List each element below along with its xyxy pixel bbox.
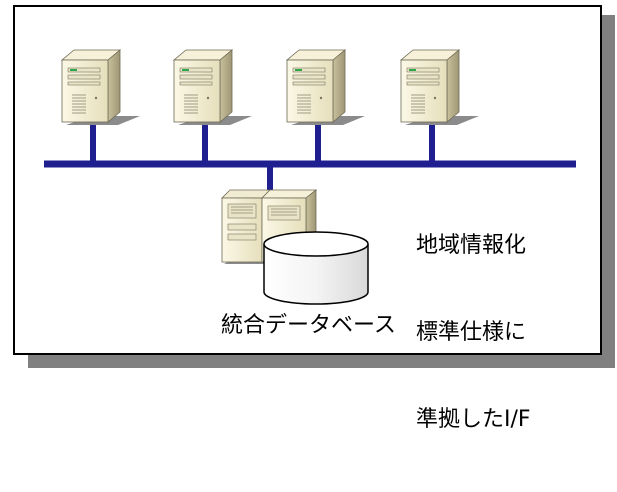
interface-standard-label: 地域情報化 標準仕様に 準拠したI/F [416,173,531,492]
interface-label-line-2: 標準仕様に [416,320,527,345]
diagram-canvas: 地域情報化 標準仕様に 準拠したI/F 統合データベース [13,5,615,432]
server-tower-1-icon [61,49,141,126]
frame-shadow-bottom [28,355,615,368]
interface-label-line-3: 準拠したI/F [416,407,531,432]
interface-label-line-1: 地域情報化 [416,233,527,258]
server-tower-3-icon [286,49,366,126]
server-tower-2-icon [173,49,253,126]
frame-shadow-right [600,15,615,368]
database-label: 統合データベース [221,313,396,338]
network-diagram [44,49,576,305]
server-tower-4-icon [400,49,480,126]
database-cylinder-icon [263,231,369,305]
